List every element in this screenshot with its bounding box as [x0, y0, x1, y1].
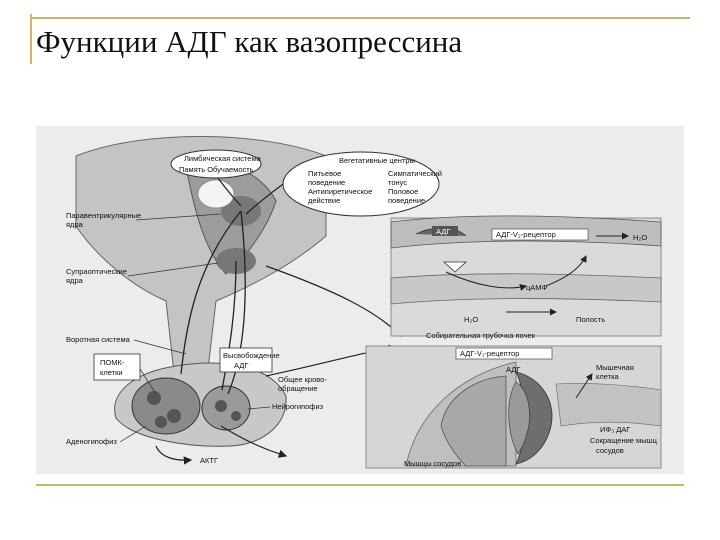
adh-diagram: Лимбическая система Память Обучаемость В…: [66, 135, 662, 469]
veg-right-3: Половое: [388, 187, 418, 196]
vegetative-centers-box: [282, 151, 440, 217]
pomc-label-1: ПОМК-: [100, 358, 125, 367]
general-blood-label-2: обращение: [278, 384, 318, 393]
muscle-cell-label-2: клетка: [596, 372, 620, 381]
acth-label: АКТГ: [200, 456, 218, 465]
limbic-label-line1: Лимбическая система: [184, 154, 262, 163]
veg-left-2: поведение: [308, 178, 345, 187]
v1-receptor-label: АДГ-V₁-рецептор: [460, 349, 519, 358]
pomc-box: [93, 353, 141, 381]
h2o-lower-label: H₂O: [464, 315, 478, 324]
supraoptic-label-1: Супраоптические: [66, 267, 127, 276]
adh-lower-label: АДГ: [506, 365, 520, 374]
ip3-dag-label: ИФ₃ ДАГ: [600, 425, 630, 434]
veg-right-2: тонус: [388, 178, 407, 187]
supraoptic-label-2: ядра: [66, 276, 84, 285]
cavity-label: Полость: [576, 315, 605, 324]
adh-release-box: [219, 347, 273, 373]
accent-top-line: [30, 17, 690, 19]
page-title: Функции АДГ как вазопрессина: [36, 24, 463, 59]
paraventricular-label-2: ядра: [66, 220, 84, 229]
camp-label: цАМФ: [526, 283, 547, 292]
accent-bottom-line: [36, 484, 684, 486]
paraventricular-label-1: Паравентрикулярные: [66, 211, 141, 220]
veg-left-1: Питьевое: [308, 169, 341, 178]
general-blood-label-1: Общее крово-: [278, 375, 327, 384]
veg-left-3: Антипиретическое: [308, 187, 372, 196]
accent-vertical-line: [30, 14, 32, 64]
limbic-system-box: [170, 149, 262, 179]
adh-release-label-2: АДГ: [234, 361, 248, 370]
vegetative-title: Вегетативные центры: [339, 156, 415, 165]
h2o-right-label: H₂O: [633, 233, 647, 242]
adenohypophysis-label: Аденогипофиз: [66, 437, 117, 446]
contraction-label-1: Сокращение мышц: [590, 436, 658, 445]
contraction-label-2: сосудов: [596, 446, 624, 455]
veg-right-1: Симпатический: [388, 169, 442, 178]
adh-functions-figure: Лимбическая система Память Обучаемость В…: [36, 126, 684, 474]
vessel-muscles-label: Мышцы сосудов: [404, 459, 461, 468]
adh-release-label-1: Высвобождение: [223, 351, 280, 360]
adenohypophysis-lobe: [131, 377, 201, 435]
v2-receptor-label: АДГ-V₂-рецептор: [496, 230, 556, 239]
portal-system-label: Воротная система: [66, 335, 131, 344]
veg-right-4: поведение: [388, 196, 425, 205]
pomc-label-2: клетки: [100, 368, 123, 377]
muscle-cell-label-1: Мышечная: [596, 363, 634, 372]
axon-tracts: [180, 210, 246, 395]
limbic-label-line2: Память Обучаемость: [179, 165, 254, 174]
neurohypophysis-label: Нейрогипофиз: [272, 402, 324, 411]
pituitary: [114, 362, 287, 447]
collecting-duct-label: Собирательная трубочка почек: [426, 331, 536, 340]
veg-left-4: действие: [308, 196, 340, 205]
vessel-muscle-panel: [365, 345, 662, 469]
adh-upper-label: АДГ: [436, 227, 450, 236]
